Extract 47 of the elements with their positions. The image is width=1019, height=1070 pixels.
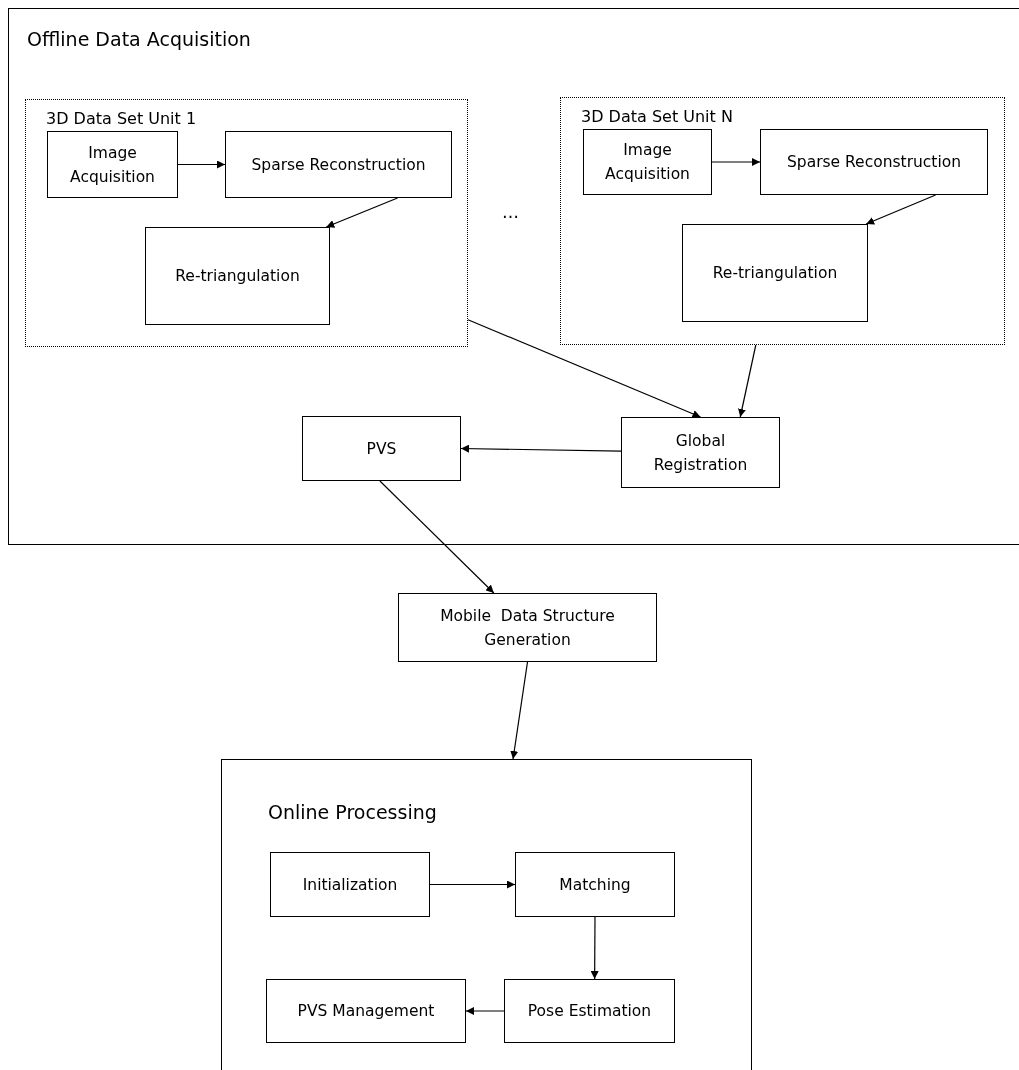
stage-frame (221, 759, 752, 1070)
group-title: 3D Data Set Unit 1 (46, 110, 197, 128)
arrow (711, 158, 761, 166)
dataset-group (560, 97, 1005, 345)
arrow (460, 444, 622, 453)
process-box (621, 417, 780, 488)
group-title: Offline Data Acquisition (27, 27, 251, 52)
box-label: Pose Estimation (526, 1001, 653, 1022)
arrow (177, 160, 226, 169)
group-title: Online Processing (268, 800, 437, 825)
arrow (465, 1007, 505, 1015)
box-label: Mobile Data Structure Generation (439, 605, 616, 651)
process-box (504, 979, 675, 1043)
stage-frame (8, 8, 1019, 545)
arrow (429, 880, 516, 889)
arrow (590, 916, 599, 980)
ellipsis-label: … (502, 201, 519, 224)
process-box (398, 593, 657, 662)
box-label: Matching (558, 874, 632, 896)
box-label: Initialization (301, 874, 399, 896)
box-label: Re-triangulation (711, 263, 839, 284)
box-label: Image Acquisition (69, 142, 156, 188)
process-box (47, 131, 178, 198)
arrow (379, 480, 495, 594)
process-box (270, 852, 430, 917)
box-label: Image Acquisition (604, 140, 691, 185)
process-box (145, 227, 330, 325)
process-box (515, 852, 675, 917)
arrow (738, 344, 757, 418)
arrow (325, 197, 399, 228)
box-label: Sparse Reconstruction (250, 154, 427, 176)
process-box (760, 129, 988, 195)
box-label: PVS Management (296, 1001, 436, 1022)
box-label: Sparse Reconstruction (785, 152, 963, 173)
arrow (467, 319, 702, 418)
dataset-group (25, 99, 468, 347)
process-box (682, 224, 868, 322)
box-label: Re-triangulation (174, 266, 301, 287)
box-label: PVS (365, 438, 398, 460)
group-title: 3D Data Set Unit N (581, 108, 733, 126)
process-box (583, 129, 712, 195)
arrow (510, 661, 529, 760)
box-label: Global Registration (652, 430, 749, 476)
process-box (225, 131, 452, 198)
process-box (302, 416, 461, 481)
arrow (865, 194, 937, 225)
process-box (266, 979, 466, 1043)
